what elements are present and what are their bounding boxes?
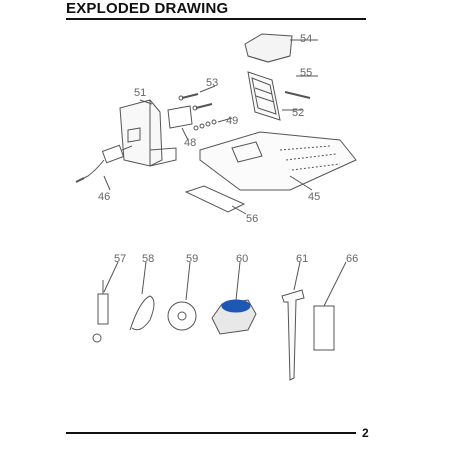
callout-55: 55 — [300, 67, 312, 79]
callout-51: 51 — [134, 87, 146, 99]
callout-60: 60 — [236, 253, 248, 265]
part-59-washer — [167, 301, 197, 331]
callout-54: 54 — [300, 33, 312, 45]
leader-48 — [181, 127, 189, 141]
leader-51 — [139, 99, 153, 105]
callout-66: 66 — [346, 253, 358, 265]
part-54-top-cover — [244, 33, 293, 63]
leader-59 — [185, 261, 191, 301]
callout-59: 59 — [186, 253, 198, 265]
part-49-bolts — [193, 119, 217, 131]
leader-58 — [141, 261, 147, 295]
part-46-power-adapter — [75, 144, 133, 183]
part-66-package — [313, 305, 335, 351]
part-52-back-panel — [247, 71, 281, 121]
callout-45: 45 — [308, 191, 320, 203]
callout-48: 48 — [184, 137, 196, 149]
part-53-screws — [178, 93, 213, 111]
callout-53: 53 — [206, 77, 218, 89]
callout-61: 61 — [296, 253, 308, 265]
part-55-rod — [284, 91, 311, 99]
page-number: 2 — [362, 426, 369, 440]
callout-58: 58 — [142, 253, 154, 265]
callout-57: 57 — [114, 253, 126, 265]
callout-52: 52 — [292, 107, 304, 119]
callout-49: 49 — [226, 115, 238, 127]
footer-rule — [66, 432, 356, 434]
part-57-fuse — [92, 280, 109, 343]
part-45-base-plate — [199, 131, 357, 191]
callout-46: 46 — [98, 191, 110, 203]
leader-53 — [199, 85, 216, 93]
part-51-station-body — [119, 99, 177, 167]
leader-56 — [231, 205, 247, 215]
part-56-strip — [184, 185, 246, 213]
leader-61 — [293, 261, 301, 291]
page-title: EXPLODED DRAWING — [66, 0, 229, 17]
part-61-peg — [281, 289, 305, 381]
leader-57 — [103, 261, 119, 293]
leader-46 — [103, 175, 111, 191]
part-48-plate — [167, 105, 193, 129]
leader-60 — [235, 261, 241, 301]
part-60-connector — [211, 299, 257, 335]
callout-56: 56 — [246, 213, 258, 225]
leader-45 — [289, 175, 313, 191]
header-rule — [66, 18, 366, 20]
leader-66 — [323, 261, 347, 307]
part-58-cable — [129, 295, 155, 331]
leader-49 — [217, 117, 233, 123]
